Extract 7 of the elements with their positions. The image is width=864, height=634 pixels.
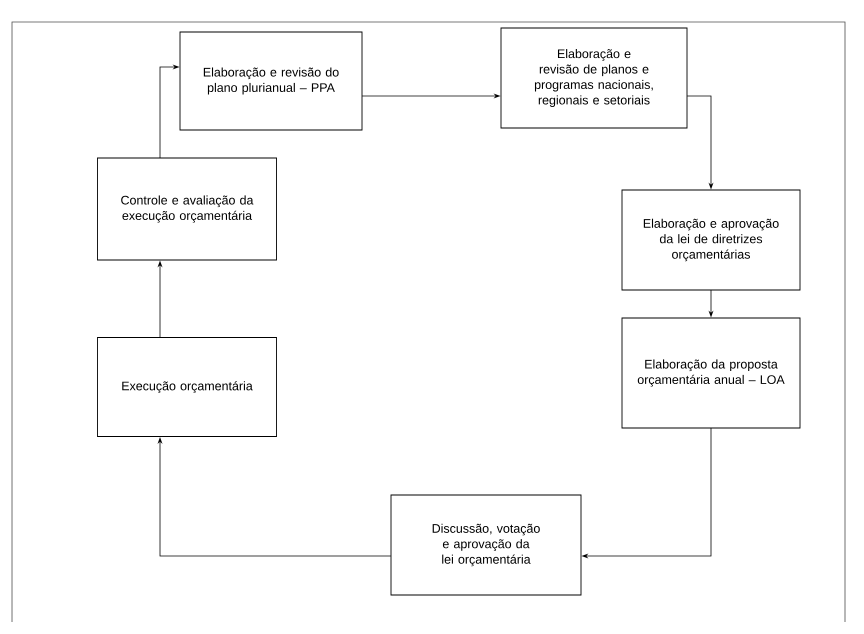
process-box: Elaboração e aprovação da lei de diretrizes orçamentárias (622, 190, 800, 290)
process-box: Discussão, votação e aprovação da lei orçamentária (390, 494, 582, 596)
process-box: Elaboração e revisão do plano plurianual – PPA (180, 32, 362, 130)
process-box: Elaboração da proposta orçamentária anual – LOA (622, 318, 800, 428)
process-box: Elaboração e revisão de planos e programas nacionais, regionais e setoriais (500, 28, 688, 128)
process-box: Controle e avaliação da execução orçamentária (97, 158, 277, 260)
process-box: Execução orçamentária (97, 337, 277, 437)
